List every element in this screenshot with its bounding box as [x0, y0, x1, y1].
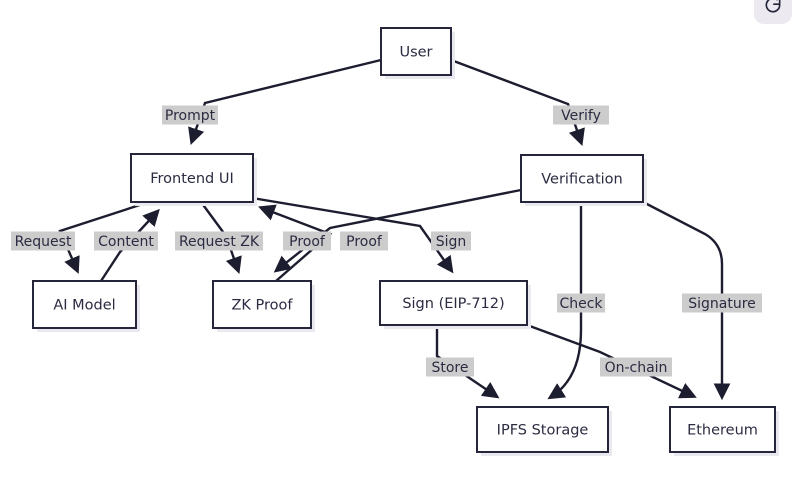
- node-label: ZK Proof: [231, 298, 293, 314]
- edge-label-e12: Signature: [682, 293, 762, 313]
- edge-label-e4: Content: [94, 231, 158, 251]
- node-zkproof[interactable]: ZK Proof: [212, 280, 315, 332]
- node-user[interactable]: User: [380, 27, 455, 79]
- node-ipfs[interactable]: IPFS Storage: [476, 406, 612, 456]
- edge-label-text: Request ZK: [179, 234, 260, 250]
- edge-label-background: [175, 231, 263, 251]
- edge-label-text: Prompt: [165, 108, 216, 124]
- edge-frontend-sign: [251, 196, 454, 274]
- node-box[interactable]: [669, 406, 776, 453]
- edge-label-e1: Prompt: [162, 105, 218, 125]
- node-ethereum[interactable]: Ethereum: [669, 406, 779, 456]
- edge-label-background: [340, 231, 388, 251]
- edge-label-background: [11, 231, 75, 251]
- node-sign[interactable]: Sign (EIP-712): [379, 280, 531, 329]
- node-box[interactable]: [520, 154, 644, 203]
- edge-sign-ethereum: [526, 323, 697, 399]
- node-box[interactable]: [130, 153, 254, 203]
- edge-label-background: [94, 231, 158, 251]
- node-box[interactable]: [32, 280, 137, 329]
- edge-label-e9: Store: [426, 357, 474, 377]
- node-frontend[interactable]: Frontend UI: [130, 153, 257, 206]
- edges-layer: [58, 58, 731, 401]
- edge-label-text: Content: [98, 234, 154, 250]
- node-box[interactable]: [212, 280, 312, 329]
- edge-label-background: [431, 231, 471, 251]
- edge-label-e11: On-chain: [600, 357, 672, 377]
- edge-label-background: [283, 231, 331, 251]
- edge-label-text: On-chain: [605, 360, 668, 376]
- edge-label-background: [553, 105, 609, 125]
- edge-label-text: Signature: [688, 296, 756, 312]
- node-label: Verification: [541, 172, 622, 188]
- edge-label-text: Proof: [346, 234, 383, 250]
- edge-label-text: Proof: [289, 234, 326, 250]
- edge-label-e3: Request: [11, 231, 75, 251]
- edge-frontend-aimodel: [58, 200, 150, 274]
- node-aimodel[interactable]: AI Model: [32, 280, 140, 332]
- node-box[interactable]: [379, 280, 528, 326]
- reset-circle-icon: [763, 0, 783, 15]
- edge-label-e6: Proof: [283, 231, 331, 251]
- edge-label-text: Verify: [561, 108, 601, 124]
- node-box[interactable]: [380, 27, 452, 76]
- node-label: Ethereum: [687, 423, 758, 439]
- edge-verification-ethereum: [642, 200, 731, 401]
- edge-label-background: [600, 357, 672, 377]
- edge-sign-ipfs: [435, 325, 500, 399]
- node-label: User: [399, 45, 432, 61]
- edge-label-e8: Sign: [431, 231, 471, 251]
- node-verification[interactable]: Verification: [520, 154, 647, 206]
- reset-view-button[interactable]: [754, 0, 792, 24]
- edge-user-verification: [450, 58, 585, 146]
- edge-label-background: [557, 293, 605, 313]
- node-label: Frontend UI: [150, 171, 234, 187]
- edge-label-e7: Proof: [340, 231, 388, 251]
- edge-label-text: Check: [559, 296, 603, 312]
- node-label: IPFS Storage: [497, 423, 589, 439]
- node-label: Sign (EIP-712): [402, 296, 504, 312]
- node-box[interactable]: [476, 406, 609, 453]
- edge-label-background: [426, 357, 474, 377]
- edge-label-text: Sign: [436, 234, 467, 250]
- edge-label-background: [682, 293, 762, 313]
- node-label: AI Model: [53, 298, 115, 314]
- edge-aimodel-frontend: [99, 208, 160, 282]
- edge-label-text: Request: [15, 234, 72, 250]
- edge-verification-ipfs: [547, 202, 583, 400]
- edge-verification-zkproof: [273, 188, 522, 273]
- edge-label-e10: Check: [557, 293, 605, 313]
- edge-user-frontend: [188, 58, 382, 145]
- edge-label-text: Store: [431, 360, 468, 376]
- edge-label-e2: Verify: [553, 105, 609, 125]
- edge-label-e5: Request ZK: [175, 231, 263, 251]
- edge-label-background: [162, 105, 218, 125]
